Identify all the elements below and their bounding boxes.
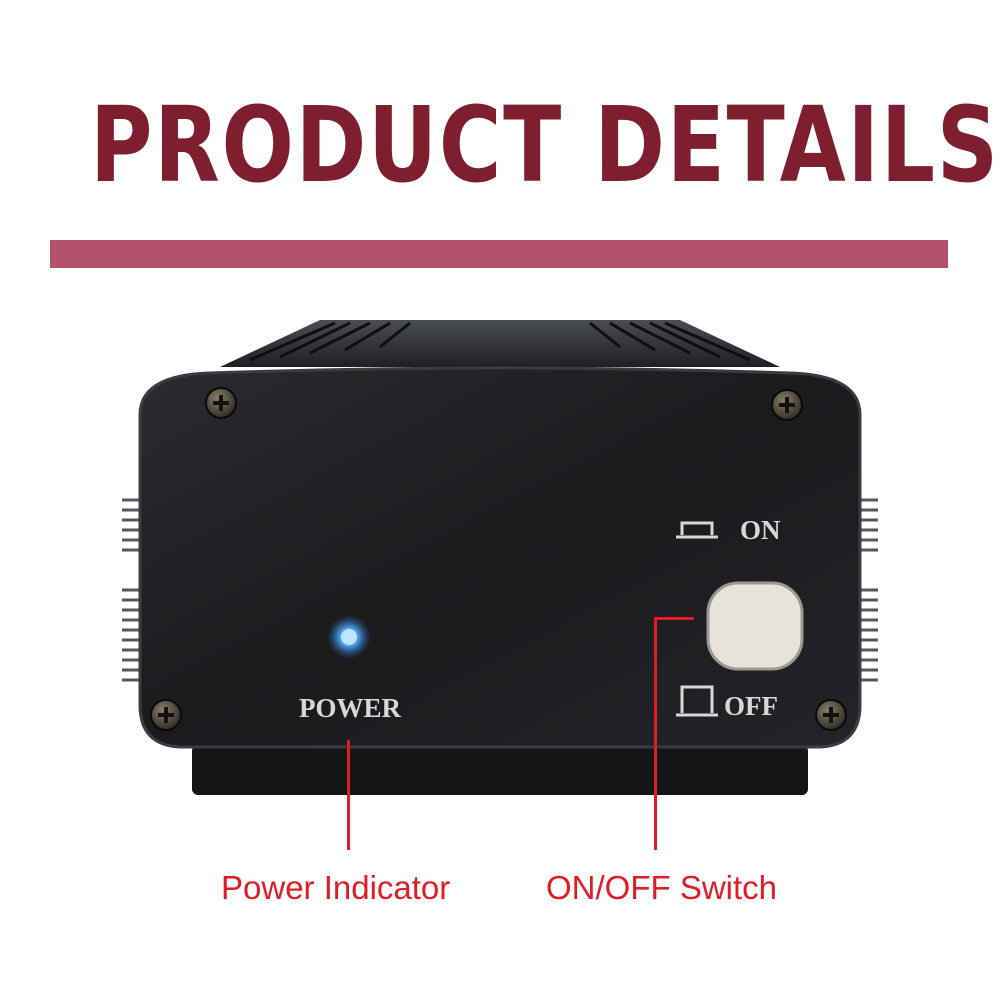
device-illustration: POWER ON OFF <box>122 320 878 795</box>
screw-icon <box>815 699 847 731</box>
on-off-switch-callout: ON/OFF Switch <box>546 869 778 906</box>
switch-off-icon <box>676 685 718 717</box>
switch-off-label: OFF <box>724 691 778 721</box>
switch-callout-line-h <box>654 617 694 620</box>
device-base <box>192 745 808 795</box>
accent-bar <box>50 240 948 268</box>
page-title: PRODUCT DETAILS <box>90 84 1000 206</box>
screw-icon <box>205 387 237 419</box>
power-led <box>341 629 357 645</box>
front-panel <box>138 366 862 749</box>
switch-on-label: ON <box>740 515 781 545</box>
screw-icon <box>150 699 182 731</box>
switch-callout-line-v <box>654 617 657 850</box>
on-off-switch-button[interactable] <box>706 581 804 671</box>
switch-on-icon <box>676 521 718 539</box>
power-indicator-callout: Power Indicator <box>221 869 451 906</box>
power-callout-line <box>347 740 350 850</box>
power-label: POWER <box>299 693 402 723</box>
top-fins <box>220 320 780 367</box>
screw-icon <box>771 389 803 421</box>
